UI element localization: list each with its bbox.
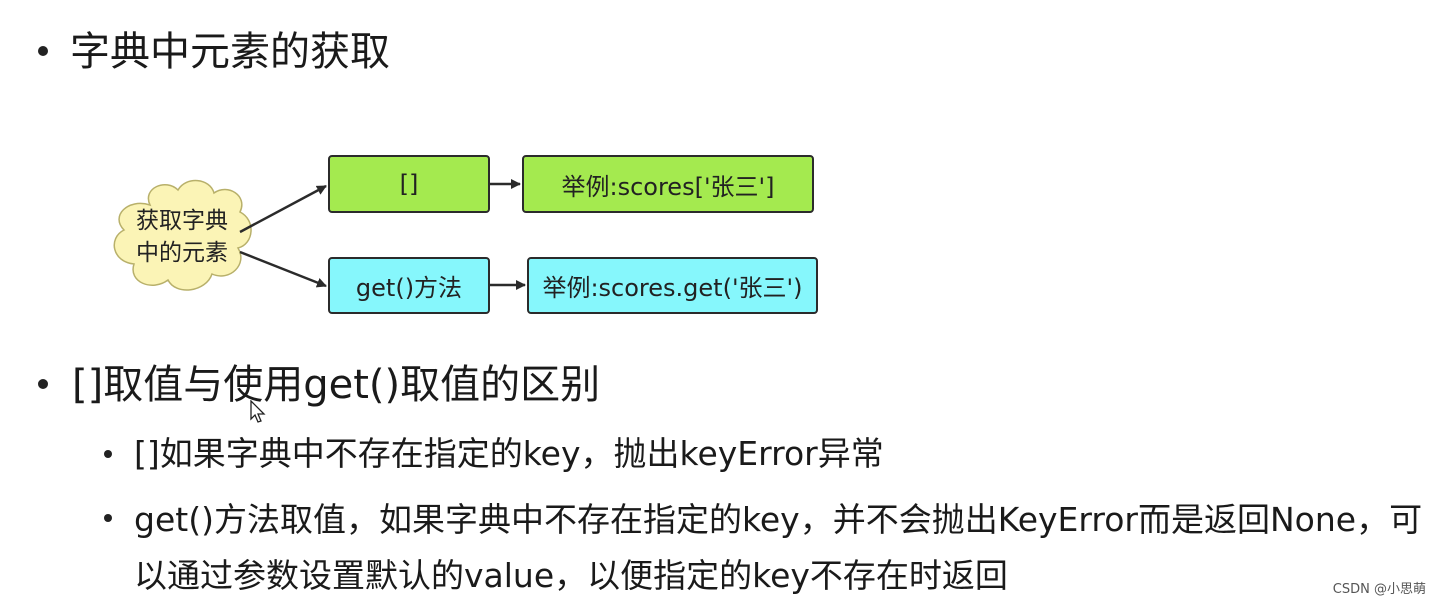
cloud-label: 获取字典中的元素: [136, 208, 228, 266]
heading-difference: []取值与使用get()取值的区别: [72, 362, 601, 408]
bullet-heading-1: 字典中元素的获取: [38, 28, 390, 76]
point-bracket-keyerror: []如果字典中不存在指定的key，抛出keyError异常: [134, 434, 884, 473]
bullet-dot-icon: [38, 46, 48, 56]
arrow-to-get: [239, 250, 327, 288]
sub-bullet-2: get()方法取值，如果字典中不存在指定的key，并不会抛出KeyError而是…: [104, 492, 1424, 604]
watermark: CSDN @小思萌: [1332, 582, 1426, 597]
sub-bullet-1: []如果字典中不存在指定的key，抛出keyError异常: [104, 428, 1404, 480]
sub-bullet-dot-icon: [104, 450, 112, 458]
arrow-to-bracket: [239, 184, 327, 234]
box-bracket-access: []: [328, 155, 490, 213]
box-example-get: 举例:scores.get('张三'): [527, 257, 818, 314]
mouse-cursor-icon: [250, 400, 266, 423]
bullet-heading-2: []取值与使用get()取值的区别: [38, 361, 600, 409]
box-example-bracket: 举例:scores['张三']: [522, 155, 814, 213]
heading-get-elements: 字典中元素的获取: [70, 29, 390, 75]
bullet-dot-icon: [38, 379, 48, 389]
box-get-method: get()方法: [328, 257, 490, 314]
sub-bullet-dot-icon: [104, 514, 112, 522]
point-get-default: get()方法取值，如果字典中不存在指定的key，并不会抛出KeyError而是…: [134, 500, 1423, 595]
